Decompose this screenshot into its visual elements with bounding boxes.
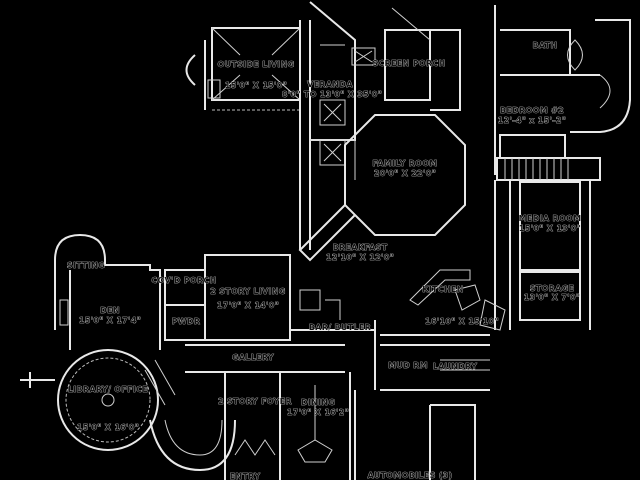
label-sitting: SITTING [67,261,105,270]
size-outside-living: 15'0" X 15'0" [225,81,287,90]
size-2-story-living: 17'0" X 14'0" [217,301,279,310]
size-library-office: 15'0" X 16'0" [77,423,139,432]
label-laundry: LAUNDRY [433,362,478,371]
walls [20,1,631,480]
label-entry: ENTRY [230,472,261,480]
label-bar-butler: BAR/ BUTLER [309,323,371,332]
label-outside-living: OUTSIDE LIVING [217,60,294,69]
label-bath: BATH [532,41,557,50]
size-dining: 17'0" X 16'2" [287,408,349,417]
size-media-room: 15'0" X 13'0" [519,224,581,233]
label-media-room: MEDIA ROOM [519,214,582,223]
label-bedroom-2: BEDROOM #2 [500,106,564,115]
label-2-story-living: 2 STORY LIVING [210,287,285,296]
size-den: 15'0" X 17'4" [79,316,141,325]
label-dining: DINING [301,398,335,407]
label-covd-porch: COV'D PORCH [151,276,216,285]
label-breakfast: BREAKFAST [333,243,388,252]
size-family-room: 20'0" X 22'0" [374,169,436,178]
label-2-story-foyer: 2 STORY FOYER [218,397,292,406]
label-den: DEN [100,306,120,315]
label-screen-porch: SCREEN PORCH [372,59,445,68]
size-veranda: 8'0" TO 13'0" X 35'0" [282,90,382,99]
room-labels: OUTSIDE LIVING 15'0" X 15'0" VERANDA 8'0… [67,41,582,480]
label-kitchen: KITCHEN [422,285,463,294]
label-storage: STORAGE [530,284,575,293]
size-bedroom-2: 12'-4" x 15'-2" [498,116,567,125]
label-automobiles: AUTOMOBILES (3) [367,471,452,480]
label-powder: PWDR [172,317,201,326]
size-breakfast: 12'10" X 12'0" [326,253,394,262]
size-storage: 13'0" X 7'0" [524,293,580,302]
size-kitchen: 16'10" X 15'10" [425,317,499,326]
label-mud-room: MUD RM [388,361,428,370]
label-library-office: LIBRARY/ OFFICE [68,385,148,394]
label-veranda: VERANDA [307,80,353,89]
label-gallery: GALLERY [232,353,274,362]
label-family-room: FAMILY ROOM [372,159,437,168]
